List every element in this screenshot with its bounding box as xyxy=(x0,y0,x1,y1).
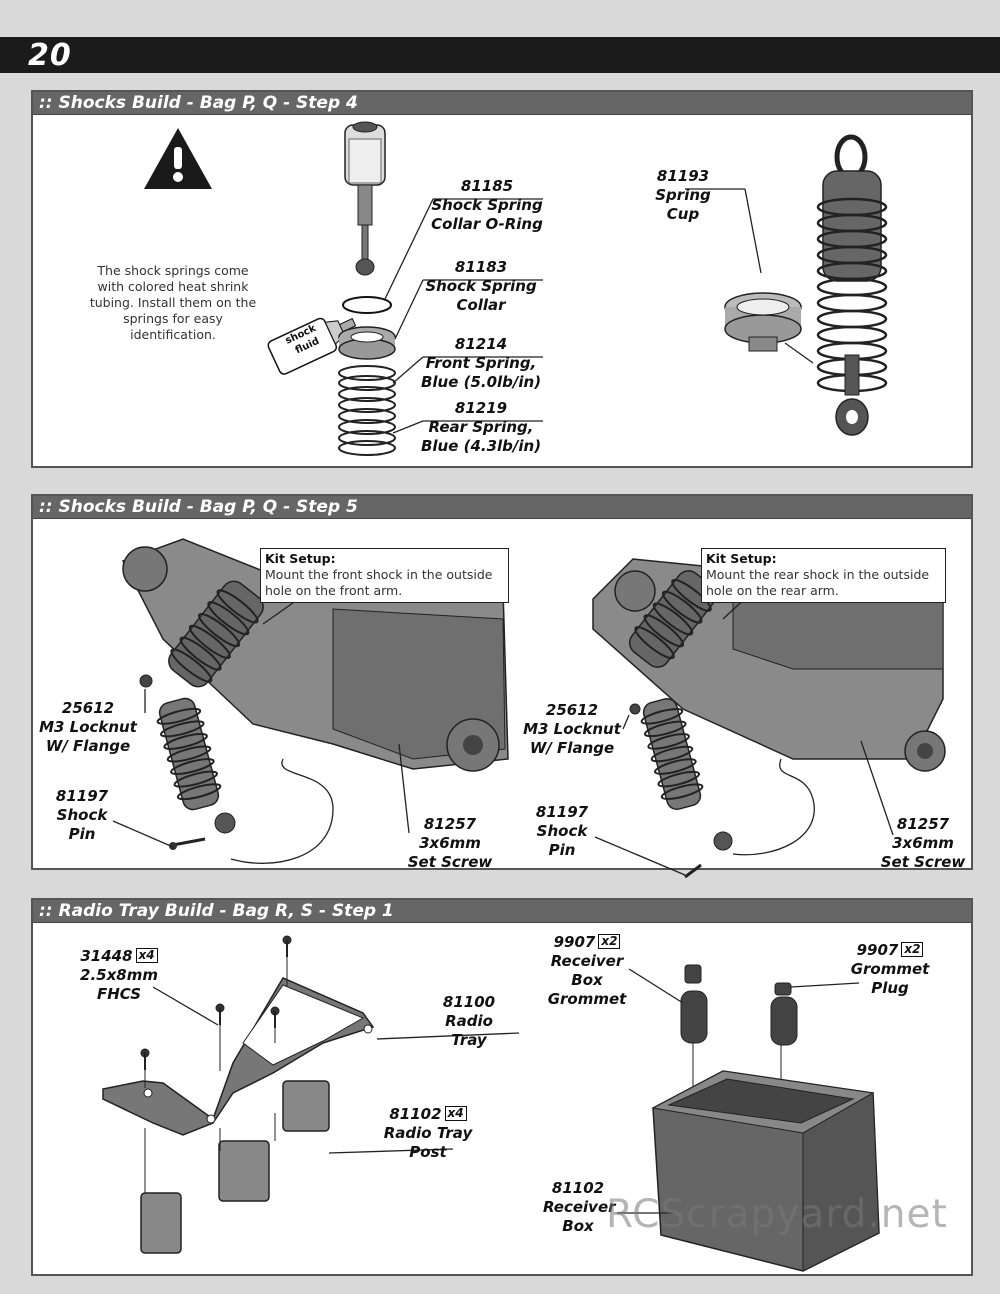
callout-rear-locknut: 25612 M3 Locknut W/ Flange xyxy=(523,701,621,757)
callout-o-ring: 81185 Shock Spring Collar O-Ring xyxy=(431,177,543,233)
grommets-drawing xyxy=(680,964,798,1046)
callout-collar: 81183 Shock Spring Collar xyxy=(425,258,537,314)
receiver-box-drawing xyxy=(651,1070,880,1272)
section-header: :: Shocks Build - Bag P, Q - Step 5 xyxy=(33,496,971,519)
callout-rear-shock-pin: 81197 Shock Pin xyxy=(535,803,589,859)
watermark: RCScrapyard.net xyxy=(606,1192,948,1237)
rear-kit-setup-note: Kit Setup: Mount the rear shock in the o… xyxy=(701,548,946,603)
step4-illustration: shock fluid xyxy=(144,121,888,456)
rear-shock-drawing xyxy=(629,697,733,879)
radio-tray-illustration xyxy=(102,935,880,1272)
section-header: :: Radio Tray Build - Bag R, S - Step 1 xyxy=(33,900,971,923)
page-number: 20 xyxy=(28,38,72,73)
assembly-lines xyxy=(144,957,782,1193)
callout-front-set-screw: 81257 3x6mm Set Screw xyxy=(407,815,493,871)
section-radio-tray-step1: :: Radio Tray Build - Bag R, S - Step 1 xyxy=(31,898,973,1276)
leader-lines xyxy=(384,188,814,434)
shock-body-drawing xyxy=(344,121,386,276)
leader-lines xyxy=(152,968,860,1214)
callout-spring-cup: 81193 Spring Cup xyxy=(655,167,711,223)
section-header: :: Shocks Build - Bag P, Q - Step 4 xyxy=(33,92,971,115)
screws-drawing xyxy=(140,935,292,1070)
section-body: Kit Setup: Mount the front shock in the … xyxy=(33,519,971,879)
warning-icon xyxy=(144,128,212,189)
front-shock-drawing xyxy=(139,674,236,850)
radio-tray-posts-drawing xyxy=(140,1080,330,1254)
spring-cup-drawing xyxy=(724,292,802,352)
warning-text: The shock springs come with colored heat… xyxy=(89,263,257,342)
section-shocks-step5: :: Shocks Build - Bag P, Q - Step 5 xyxy=(31,494,973,879)
callout-front-spring: 81214 Front Spring, Blue (5.0lb/in) xyxy=(420,335,542,391)
assembled-shock-drawing xyxy=(816,134,888,436)
section-body: shock fluid xyxy=(33,115,971,467)
radio-tray-drawing xyxy=(102,977,375,1136)
callout-rear-set-screw: 81257 3x6mm Set Screw xyxy=(880,815,966,871)
collar-drawing xyxy=(338,326,396,360)
callout-front-shock-pin: 81197 Shock Pin xyxy=(55,787,109,843)
callout-front-locknut: 25612 M3 Locknut W/ Flange xyxy=(39,699,137,755)
section-shocks-step4: :: Shocks Build - Bag P, Q - Step 4 shoc… xyxy=(31,90,973,468)
page-header-band xyxy=(0,37,1000,73)
callout-receiver-box: 81102 Receiver Box xyxy=(543,1179,616,1235)
callout-radio-tray: 81100 Radio Tray xyxy=(442,993,496,1049)
o-ring-drawing xyxy=(342,296,392,314)
callout-rear-spring: 81219 Rear Spring, Blue (4.3lb/in) xyxy=(420,399,542,455)
spring-drawing xyxy=(338,365,396,456)
front-kit-setup-note: Kit Setup: Mount the front shock in the … xyxy=(260,548,509,603)
